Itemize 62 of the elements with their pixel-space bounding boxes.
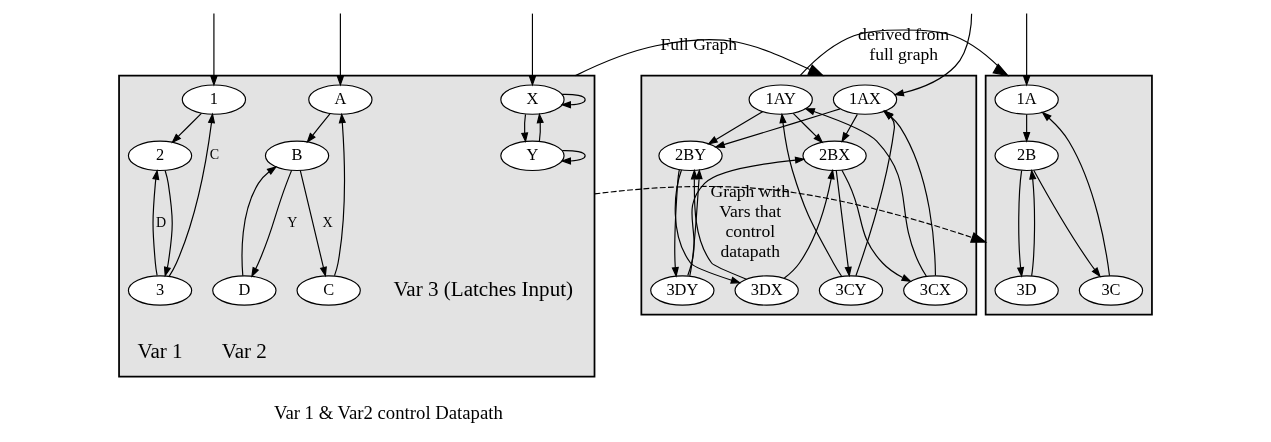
arrow (168, 112, 216, 277)
label: Var 2 (221, 338, 267, 363)
arrow (299, 170, 327, 278)
arrow (1016, 170, 1025, 278)
node-ellipse: 1AX (832, 84, 898, 115)
arrow (593, 185, 988, 243)
node-ellipse: C (296, 275, 361, 306)
node-ellipse: 2BY (658, 140, 723, 172)
arrow (779, 112, 843, 277)
node-ellipse: 3DY (650, 275, 715, 306)
node-ellipse: A (308, 84, 373, 115)
arrow (714, 108, 841, 149)
arrow (336, 13, 345, 87)
edge-label: C (209, 146, 220, 163)
arrow (163, 170, 173, 278)
node-ellipse: 2BX (802, 140, 867, 172)
arrow (520, 113, 529, 144)
label: Var 1 (137, 338, 183, 363)
node-ellipse: 3CX (903, 275, 968, 306)
node-ellipse: 2B (994, 140, 1059, 172)
node-ellipse: 3D (994, 275, 1059, 306)
arrow (528, 13, 537, 87)
arrow (1041, 111, 1111, 277)
arrow (171, 112, 202, 144)
node-ellipse: Y (500, 140, 565, 172)
node-ellipse: D (212, 275, 277, 306)
node-ellipse: 1AY (748, 84, 813, 115)
arrow (306, 113, 331, 144)
edge-label: X (322, 213, 333, 230)
arrow (574, 38, 825, 77)
label: Var 3 (Latches Input) (393, 276, 574, 301)
arrow (841, 113, 858, 143)
node-ellipse: 3DX (734, 275, 799, 306)
arrow (671, 169, 680, 278)
arrow (152, 169, 160, 277)
node-ellipse: 2 (127, 140, 193, 172)
arrow (835, 170, 852, 278)
node-ellipse: 3CY (818, 275, 884, 306)
node-ellipse: 3 (127, 275, 193, 306)
arrow (792, 112, 824, 144)
node-label: Var 1 & Var2 control Datapath (273, 402, 503, 424)
edge-label: D (156, 213, 167, 230)
arrow (251, 169, 293, 278)
arrow (560, 93, 586, 109)
arrow (241, 165, 278, 277)
arrow (1022, 13, 1031, 87)
node-ellipse: X (500, 84, 565, 115)
node-ellipse: 1 (181, 84, 247, 115)
node-ellipse: 1A (994, 84, 1059, 115)
arrow (536, 112, 544, 142)
arrow (333, 112, 347, 277)
node-ellipse: 3C (1078, 275, 1144, 306)
arrow (1033, 169, 1101, 278)
node-ellipse: B (264, 140, 330, 172)
arrow (560, 150, 586, 165)
edge-label: Y (287, 213, 298, 230)
arrow (783, 168, 835, 279)
arrow (841, 169, 912, 282)
cluster (640, 74, 978, 316)
arrow (1029, 168, 1037, 277)
arrow (707, 111, 764, 145)
arrow (210, 13, 218, 87)
